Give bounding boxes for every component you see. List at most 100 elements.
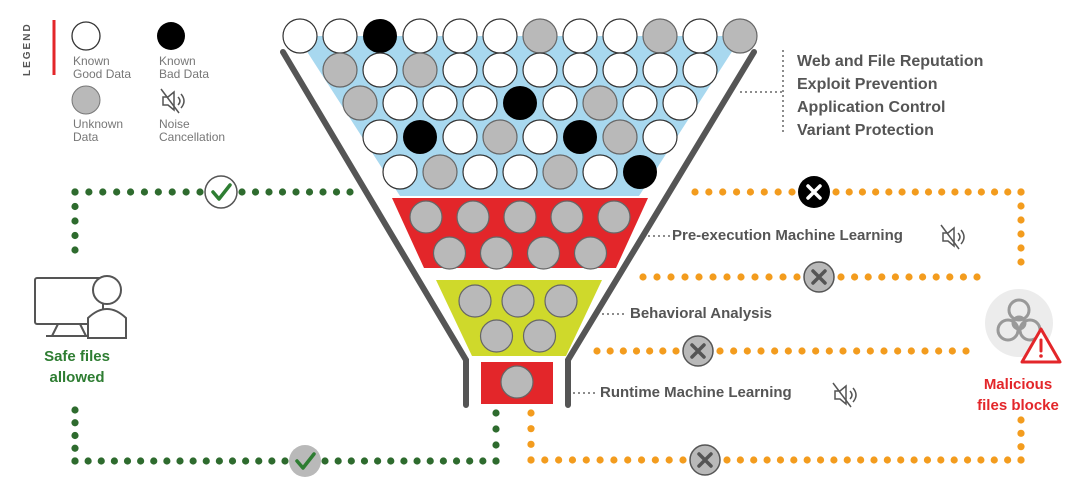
safe-path-dot (228, 457, 237, 465)
malicious-path-dot (885, 188, 893, 196)
malicious-path-dot (845, 188, 853, 196)
data-ball-good (622, 85, 658, 121)
malicious-path-dot (932, 273, 940, 281)
data-ball-good (522, 52, 558, 88)
safe-path-dot (413, 457, 421, 465)
malicious-path-dot (803, 456, 811, 464)
safe-path-dot (255, 457, 263, 465)
data-ball-good (482, 18, 518, 54)
malicious-path-dot (1017, 429, 1025, 437)
malicious-path-dot (962, 347, 970, 355)
malicious-path-dot (812, 347, 820, 355)
malicious-path-dot (864, 273, 872, 281)
malicious-path-dot (779, 273, 787, 281)
safe-path-dot (84, 457, 92, 465)
malicious-path-dot (610, 456, 618, 464)
data-ball-unknown (456, 200, 490, 234)
data-ball-unknown (602, 119, 638, 155)
malicious-path-dot (751, 273, 759, 281)
data-ball-unknown (342, 85, 378, 121)
malicious-path-dot (716, 347, 724, 355)
malicious-path-dot (866, 347, 874, 355)
safe-path-dot (426, 457, 434, 465)
malicious-path-dot (858, 188, 867, 196)
safe-path-dot (492, 441, 500, 449)
safe-path-dot (439, 457, 447, 465)
malicious-path-dot (632, 347, 641, 355)
malicious-path-dot (619, 347, 627, 355)
data-ball-unknown (458, 284, 492, 318)
safe-path-dot (452, 457, 461, 465)
malicious-path-dot (757, 347, 765, 355)
safe-path-dot (347, 457, 355, 465)
malicious-path-dot (872, 188, 880, 196)
safe-path-dot (321, 457, 329, 465)
malicious-path-dot (651, 456, 659, 464)
data-ball-bad (363, 19, 397, 53)
safe-path-dot (113, 188, 121, 196)
malicious-path-dot (788, 188, 796, 196)
malicious-path-dot (919, 273, 927, 281)
x-icon (682, 335, 714, 367)
malicious-path-dot (963, 456, 972, 464)
safe-path-dot (334, 457, 342, 465)
data-ball-unknown (522, 319, 557, 353)
data-ball-unknown (550, 200, 584, 234)
malicious-path-dot (705, 188, 713, 196)
path-dots (71, 188, 1025, 465)
data-ball-unknown (544, 284, 578, 318)
data-ball-unknown (479, 236, 514, 270)
legend-good-ball (71, 21, 101, 51)
malicious-path-dot (765, 273, 773, 281)
tech-item: Exploit Prevention (797, 76, 938, 93)
safe-path-dot (71, 406, 79, 414)
data-ball-unknown (402, 52, 438, 88)
x-icon (803, 261, 835, 293)
safe-path-dot (238, 188, 246, 196)
malicious-path-dot (907, 347, 915, 355)
legend-unknown-ball (71, 85, 101, 115)
data-ball-good (542, 85, 578, 121)
safe-path-dot (71, 444, 79, 452)
malicious-path-dot (1017, 244, 1025, 252)
safe-path-dot (71, 188, 79, 196)
malicious-path-dot (596, 456, 604, 464)
safe-path-dot (479, 457, 487, 465)
data-ball-good (362, 119, 398, 155)
malicious-path-dot (1004, 188, 1012, 196)
data-ball-unknown (479, 319, 514, 353)
data-ball-unknown (526, 236, 561, 270)
malicious-path-dot (709, 273, 717, 281)
safe-path-dot (268, 457, 276, 465)
safe-path-dot (123, 457, 132, 465)
safe-path-dot (163, 457, 171, 465)
safe-path-dot (281, 457, 289, 465)
malicious-path-dot (911, 188, 919, 196)
safe-path-dot (126, 188, 135, 196)
malicious-path-dot (839, 347, 847, 355)
malicious-path-dot (667, 273, 675, 281)
data-ball-good (442, 119, 478, 155)
safe-path-dot (278, 188, 287, 196)
safe-path-dot (85, 188, 93, 196)
safe-path-dot (99, 188, 107, 196)
data-ball-good (502, 154, 538, 190)
data-balls (282, 18, 758, 399)
safe-path-dot (71, 246, 79, 254)
safe-path-dot (71, 231, 79, 240)
data-ball-bad (403, 120, 437, 154)
data-ball-unknown (573, 236, 608, 270)
tech-item: Variant Protection (797, 122, 934, 139)
malicious-path-dot (880, 347, 888, 355)
malicious-path-dot (750, 456, 758, 464)
malicious-path-dot (977, 188, 985, 196)
safe-path-dot (492, 457, 500, 465)
safe-path-dot (400, 457, 408, 465)
malicious-path-dot (784, 347, 792, 355)
data-ball-good (642, 119, 678, 155)
